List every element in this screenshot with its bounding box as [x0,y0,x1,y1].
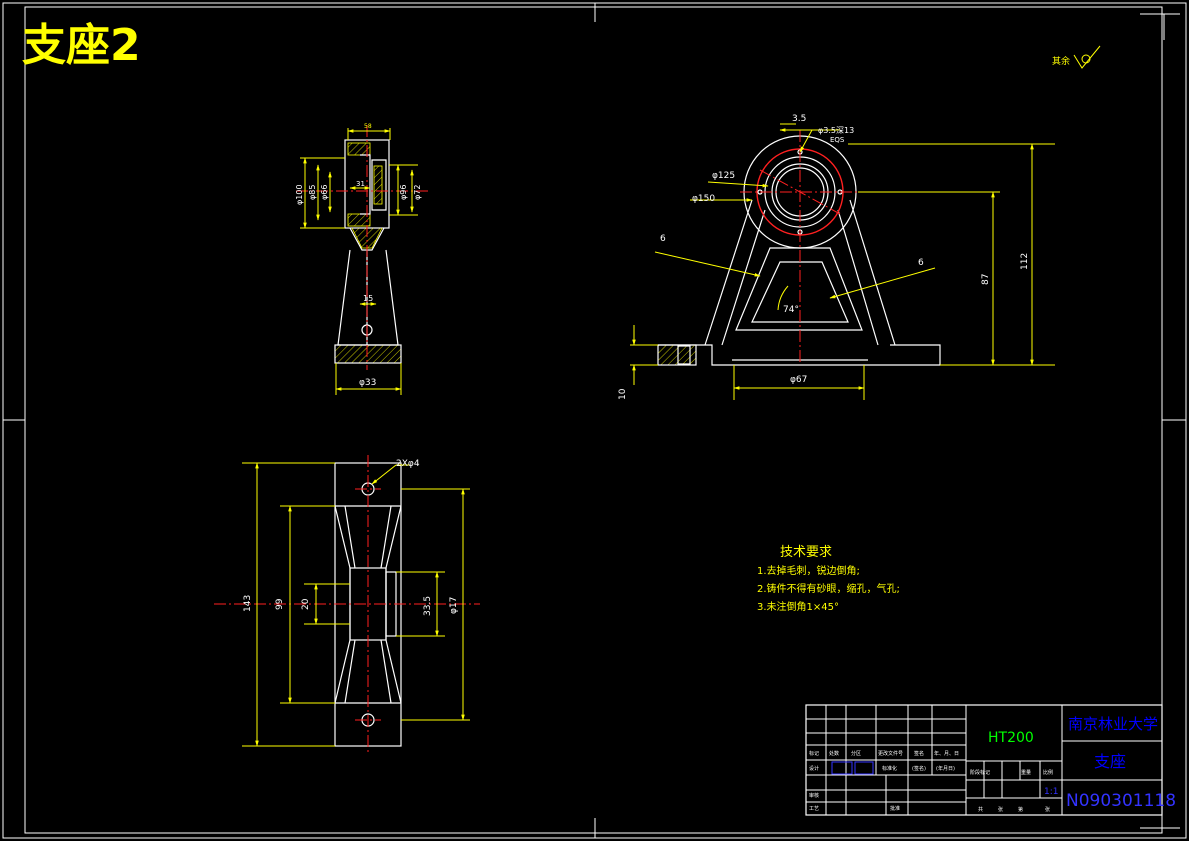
dim-top-20: 20 [301,598,311,610]
dim-side-phi85: φ85 [308,185,317,200]
label-signature-2: (签名) [912,765,926,772]
dim-front-112: 112 [1020,253,1030,270]
tech-req-item-2: 2.铸件不得有砂眼，缩孔，气孔; [757,582,900,595]
label-scale: 比例 [1043,769,1053,776]
dim-side-phi33: φ33 [359,378,376,388]
dim-front-74deg: 74° [783,305,799,315]
front-view: 3.5 φ3.5深13 EQS φ125 φ150 6 6 74° 87 112… [618,114,1055,400]
label-design: 设计 [809,765,819,772]
dim-front-3-5: 3.5 [792,114,806,124]
tech-req-heading: 技术要求 [780,545,832,560]
label-stage: 阶段标记 [970,769,990,776]
dim-front-87: 87 [981,274,991,285]
technical-requirements: 技术要求 1.去掉毛刺，锐边倒角; 2.铸件不得有砂眼，缩孔，气孔; 3.未注倒… [757,545,900,613]
dim-top-phi17: φ17 [449,597,459,614]
dim-side-31: 31 [356,180,365,188]
dim-front-phi150: φ150 [692,194,715,204]
svg-text:58: 58 [364,123,372,130]
label-signature: 签名 [914,750,924,757]
dim-top-143: 143 [243,595,253,612]
tech-req-item-3: 3.未注倒角1×45° [757,600,839,613]
dim-side-phi66: φ66 [320,185,329,200]
label-count: 处数 [829,750,839,757]
label-approve: 批准 [890,805,900,812]
label-page: 第 [1018,806,1023,813]
material: HT200 [988,730,1034,746]
surface-mark-label: 其余 [1052,55,1070,67]
dim-top-2xphi4: 2Xφ4 [396,459,420,469]
label-mark: 标记 [809,750,819,757]
dim-side-phi96: φ96 [399,185,408,200]
tech-req-item-1: 1.去掉毛刺，锐边倒角; [757,564,860,577]
dim-front-6-right: 6 [918,258,924,268]
dim-side-15: 15 [363,294,373,303]
dim-top-33-5: 33.5 [423,596,433,616]
drawing-title: 支座2 [22,20,141,71]
surface-roughness-mark: 其余 [1052,45,1101,69]
top-view: 2Xφ4 143 99 20 33.5 φ17 [214,455,480,755]
school-name: 南京林业大学 [1068,715,1158,733]
side-view: 58 φ100 φ85 φ66 31 φ96 φ72 15 φ33 [295,123,430,395]
label-date-2: (年月日) [936,765,955,772]
drawing-number: N090301118 [1066,791,1176,811]
dim-front-phi67: φ67 [790,375,807,385]
label-change-doc: 更改文件号 [878,750,903,757]
dim-front-10: 10 [618,388,628,400]
label-zone: 分区 [851,750,861,757]
label-total: 共 [978,806,983,813]
scale-value: 1:1 [1044,787,1058,797]
label-sheet-b: 张 [1045,806,1050,813]
label-standardize: 标准化 [882,765,897,772]
dim-side-phi100: φ100 [295,184,304,205]
dim-front-phi125: φ125 [712,171,735,181]
label-review: 审核 [809,792,819,799]
dim-front-6-left: 6 [660,234,666,244]
dim-top-99: 99 [275,598,285,610]
part-name: 支座 [1094,752,1126,771]
title-block: 标记 处数 分区 更改文件号 签名 年、月、日 设计 标准化 (签名) (年月日… [805,704,1176,816]
label-process: 工艺 [809,806,819,812]
label-weight: 重量 [1021,769,1031,776]
label-sheet-a: 张 [998,806,1003,813]
dim-front-phi3-5-depth: φ3.5深13 [818,126,854,135]
dim-side-phi72: φ72 [413,185,422,200]
label-date: 年、月、日 [934,750,959,757]
dim-front-eqs: EQS [830,136,845,144]
